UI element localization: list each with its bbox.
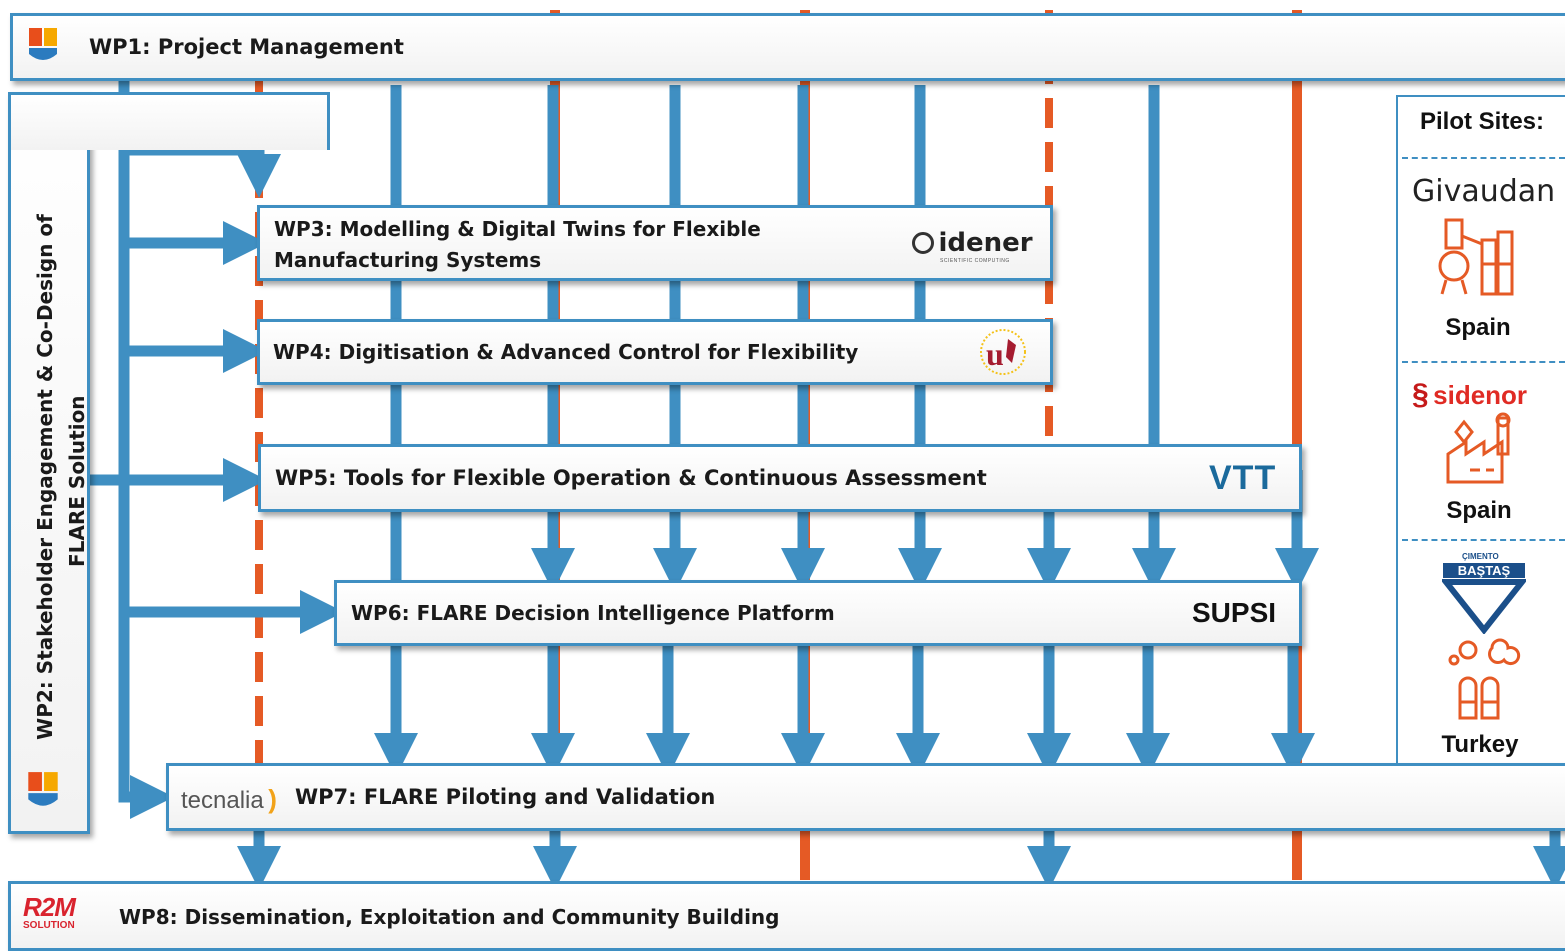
supsi-logo: SUPSI	[1192, 597, 1277, 628]
flow-arrow	[118, 150, 174, 819]
bastas-sub: ÇIMENTO	[1462, 552, 1499, 561]
pilot-country-givaudan: Spain	[1445, 314, 1511, 341]
r2m-logo: R2M SOLUTION	[23, 894, 113, 932]
pilot-separator	[1402, 539, 1565, 541]
svg-text:u: u	[986, 336, 1004, 372]
tecnalia-swoosh-icon: )	[268, 784, 277, 814]
tecnalia-name: tecnalia	[181, 787, 264, 814]
cement-silo-icon	[1448, 638, 1521, 720]
wp5-title: WP5: Tools for Flexible Operation & Cont…	[275, 466, 987, 490]
idener-icon	[912, 232, 934, 254]
wp1-box: WP1: Project Management	[10, 13, 1565, 81]
wp4-title: WP4: Digitisation & Advanced Control for…	[273, 340, 859, 364]
pilot-separator	[1402, 361, 1565, 363]
pilot-country-bastas: Turkey	[1441, 731, 1519, 758]
wp6-title: WP6: FLARE Decision Intelligence Platfor…	[351, 601, 835, 625]
wp5-box: WP5: Tools for Flexible Operation & Cont…	[258, 444, 1302, 512]
sidenor-s-icon: §	[1412, 378, 1429, 411]
wp3-title: WP3: Modelling & Digital Twins for Flexi…	[274, 214, 761, 276]
wp3-title-line1: WP3: Modelling & Digital Twins for Flexi…	[274, 217, 761, 241]
steel-factory-icon	[1446, 412, 1511, 484]
wp6-box: WP6: FLARE Decision Intelligence Platfor…	[334, 580, 1302, 646]
wp8-title: WP8: Dissemination, Exploitation and Com…	[119, 905, 780, 929]
idener-name: idener	[938, 228, 1033, 258]
sidenor-name: sidenor	[1433, 380, 1528, 410]
flare-logo-icon	[29, 28, 57, 60]
wp4-box: WP4: Digitisation & Advanced Control for…	[257, 319, 1053, 385]
wp7-box: tecnalia ) WP7: FLARE Piloting and Valid…	[166, 763, 1565, 831]
idener-logo: idener SCIENTIFIC COMPUTING	[912, 228, 1033, 264]
wp2-header-bar	[8, 92, 330, 150]
university-logo-icon: u	[980, 329, 1026, 375]
wp1-title: WP1: Project Management	[89, 35, 404, 59]
wp8-box: R2M SOLUTION WP8: Dissemination, Exploit…	[8, 881, 1565, 951]
idener-subtitle: SCIENTIFIC COMPUTING	[940, 258, 1010, 264]
pilot-sites-heading: Pilot Sites:	[1420, 108, 1545, 135]
wp3-title-line2: Manufacturing Systems	[274, 248, 542, 272]
wp2-title-vertical: WP2: Stakeholder Engagement & Co-Design …	[15, 210, 89, 750]
flare-logo-icon	[28, 772, 58, 806]
wp2-title-line1: WP2: Stakeholder Engagement & Co-Design …	[33, 214, 57, 740]
pilot-separator	[1402, 157, 1565, 159]
vtt-logo: VTT	[1209, 459, 1277, 497]
bastas-triangle-icon	[1442, 579, 1526, 634]
wp3-box: WP3: Modelling & Digital Twins for Flexi…	[257, 205, 1053, 281]
chemical-plant-icon	[1438, 218, 1514, 296]
wp2-title-line2: FLARE Solution	[65, 395, 89, 567]
r2m-subtitle: SOLUTION	[23, 920, 75, 931]
r2m-name: R2M	[23, 892, 76, 922]
wp7-title: WP7: FLARE Piloting and Validation	[295, 785, 716, 809]
bastas-name: BAŞTAŞ	[1443, 563, 1525, 578]
pilot-country-sidenor: Spain	[1446, 497, 1512, 524]
pilot-sites-panel	[1396, 95, 1565, 767]
wp2-box	[8, 92, 90, 834]
tecnalia-logo: tecnalia )	[181, 784, 277, 815]
sidenor-logo: § sidenor	[1412, 378, 1527, 412]
givaudan-logo: Givaudan	[1412, 174, 1556, 209]
